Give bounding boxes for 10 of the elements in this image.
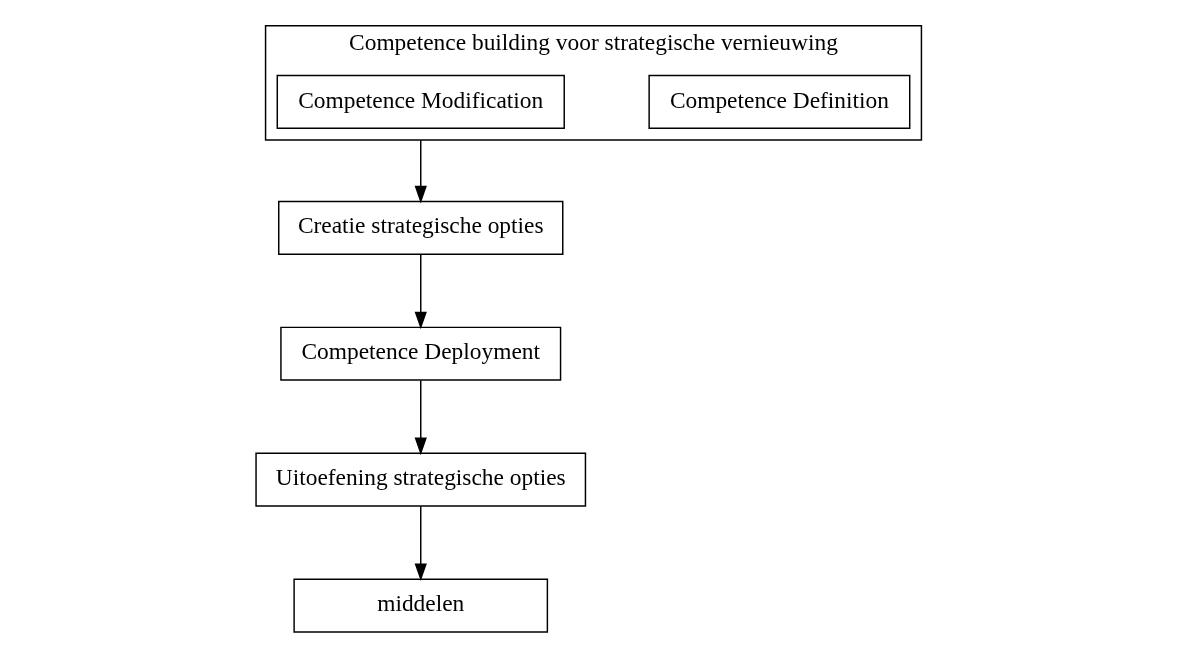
node-box: Competence Definition xyxy=(648,74,911,129)
node-box: Competence Modification xyxy=(276,74,565,129)
arrow xyxy=(414,505,427,582)
node-box: middelen xyxy=(293,578,549,633)
node-box: Creatie strategische opties xyxy=(278,200,564,255)
arrow xyxy=(414,139,427,204)
arrow xyxy=(414,253,427,330)
node-box: Competence Deployment xyxy=(280,326,562,381)
arrow xyxy=(414,379,427,456)
node-box: Uitoefening strategische opties xyxy=(255,452,587,507)
